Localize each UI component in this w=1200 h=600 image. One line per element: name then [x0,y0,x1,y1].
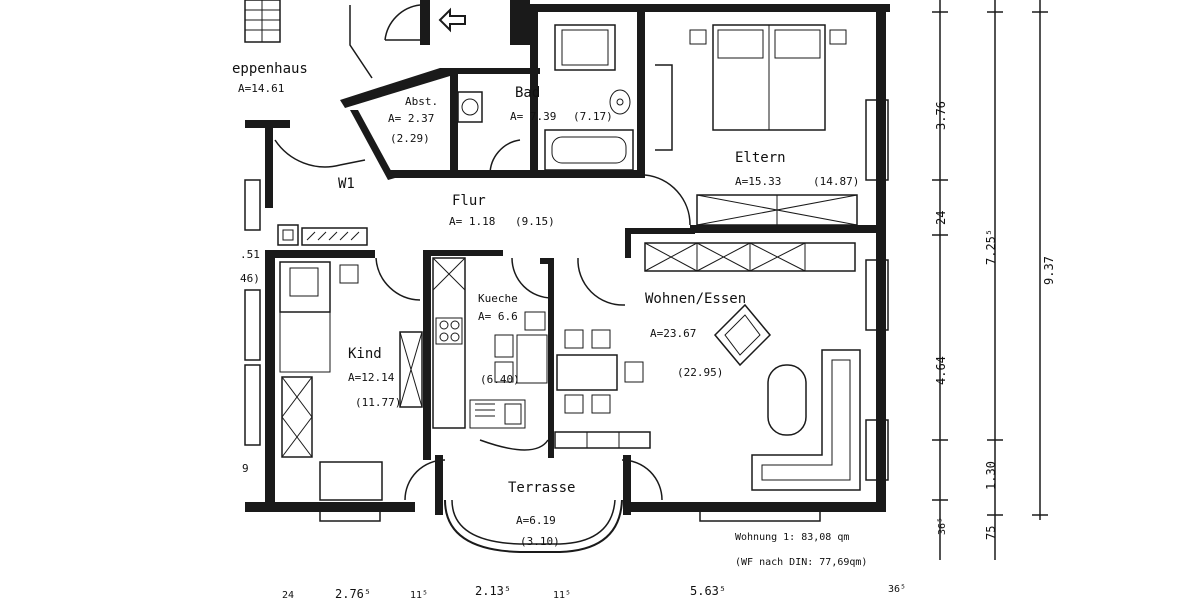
room-area-din-eltern: (14.87) [813,175,859,188]
dim-vertical-inner-4: 1.30 [984,461,998,490]
room-name-terrasse: Terrasse [508,480,575,496]
room-name-abst: Abst. [405,95,438,108]
area-summary: Wohnung 1: 83,08 qm (WF nach DIN: 77,69q… [735,532,867,568]
bathroom-fixtures [457,24,634,171]
room-area-din-bad: (7.17) [573,110,613,123]
living-room-furniture [556,242,861,491]
room-name-treppenhaus: eppenhaus [232,61,308,77]
dim-bottom-7: 36⁵ [888,584,906,595]
dim-vertical-inner-extra: 36⁵ [937,517,948,535]
desk [655,64,673,151]
room-area-din-kueche: (6.40) [480,373,520,386]
room-area-eltern: A=15.33 [735,175,781,188]
summary-line-2: (WF nach DIN: 77,69qm) [735,557,867,568]
room-area-abst: A= 2.37 [388,112,434,125]
entry-arrow-icon [438,7,466,33]
room-area-din-abst: (2.29) [390,132,430,145]
summary-line-1: Wohnung 1: 83,08 qm [735,532,849,543]
room-area-din-terrasse: (3.10) [520,535,560,548]
terrace-outline [444,431,651,553]
kitchen-counter [432,257,548,429]
neighbour-label-2: 46) [240,272,260,285]
room-area-flur: A= 1.18 [449,215,495,228]
room-labels: eppenhaus A=14.61 Abst. A= 2.37 (2.29) B… [232,61,859,548]
room-name-bad: Bad [515,85,540,101]
dim-vertical-mid: 7.25⁵ [984,229,998,265]
room-area-din-wohnen: (22.95) [677,366,723,379]
room-name-eltern: Eltern [735,150,786,166]
dim-vertical-inner-3: 4.64 [934,356,948,385]
room-area-treppenhaus: A=14.61 [238,82,284,95]
room-area-kueche: A= 6.6 [478,310,518,323]
room-area-din-kind: (11.77) [355,396,401,409]
wardrobe [696,194,858,226]
dim-bottom-4: 2.13⁵ [475,584,511,598]
dim-vertical-inner-5: 75 [984,526,998,540]
room-area-terrasse: A=6.19 [516,514,556,527]
label-w1: W1 [338,176,355,192]
dim-bottom-5: 11⁵ [553,590,571,600]
dim-bottom-6: 5.63⁵ [690,584,726,598]
room-name-kueche: Kueche [478,292,518,305]
double-bed-icon [689,24,847,131]
room-area-kind: A=12.14 [348,371,395,384]
vertical-dimension-lines [932,0,1048,560]
room-area-bad: A= 7.39 [510,110,556,123]
room-name-kind: Kind [348,346,382,362]
room-name-flur: Flur [452,193,486,209]
neighbour-label-3: 9 [242,462,249,475]
room-area-din-flur: (9.15) [515,215,555,228]
door-swings [274,4,691,501]
hall-furniture [277,224,368,246]
room-area-wohnen: A=23.67 [650,327,696,340]
room-name-wohnen: Wohnen/Essen [645,291,746,307]
windows [319,99,889,522]
walls [245,0,890,515]
neighbour-unit [244,179,261,446]
neighbour-label-1: .51 [240,248,260,261]
bottom-dimension-labels: 24 2.76⁵ 11⁵ 2.13⁵ 11⁵ 5.63⁵ 36⁵ [282,584,906,600]
sink-icon [461,98,479,116]
vertical-dimension-labels: 3.76 24 4.64 1.30 75 36⁵ 7.25⁵ 9.37 [934,101,1056,540]
stove-icon [435,317,463,345]
dim-vertical-inner-1: 3.76 [934,101,948,130]
toilet-icon [609,89,631,115]
dim-bottom-1: 24 [282,590,294,600]
dim-bottom-3: 11⁵ [410,590,428,600]
child-room-furniture [279,261,423,501]
dim-bottom-2: 2.76⁵ [335,587,371,600]
staircase [244,0,281,43]
dim-vertical-inner-2: 24 [934,211,948,225]
dim-vertical-outer: 9.37 [1042,256,1056,285]
